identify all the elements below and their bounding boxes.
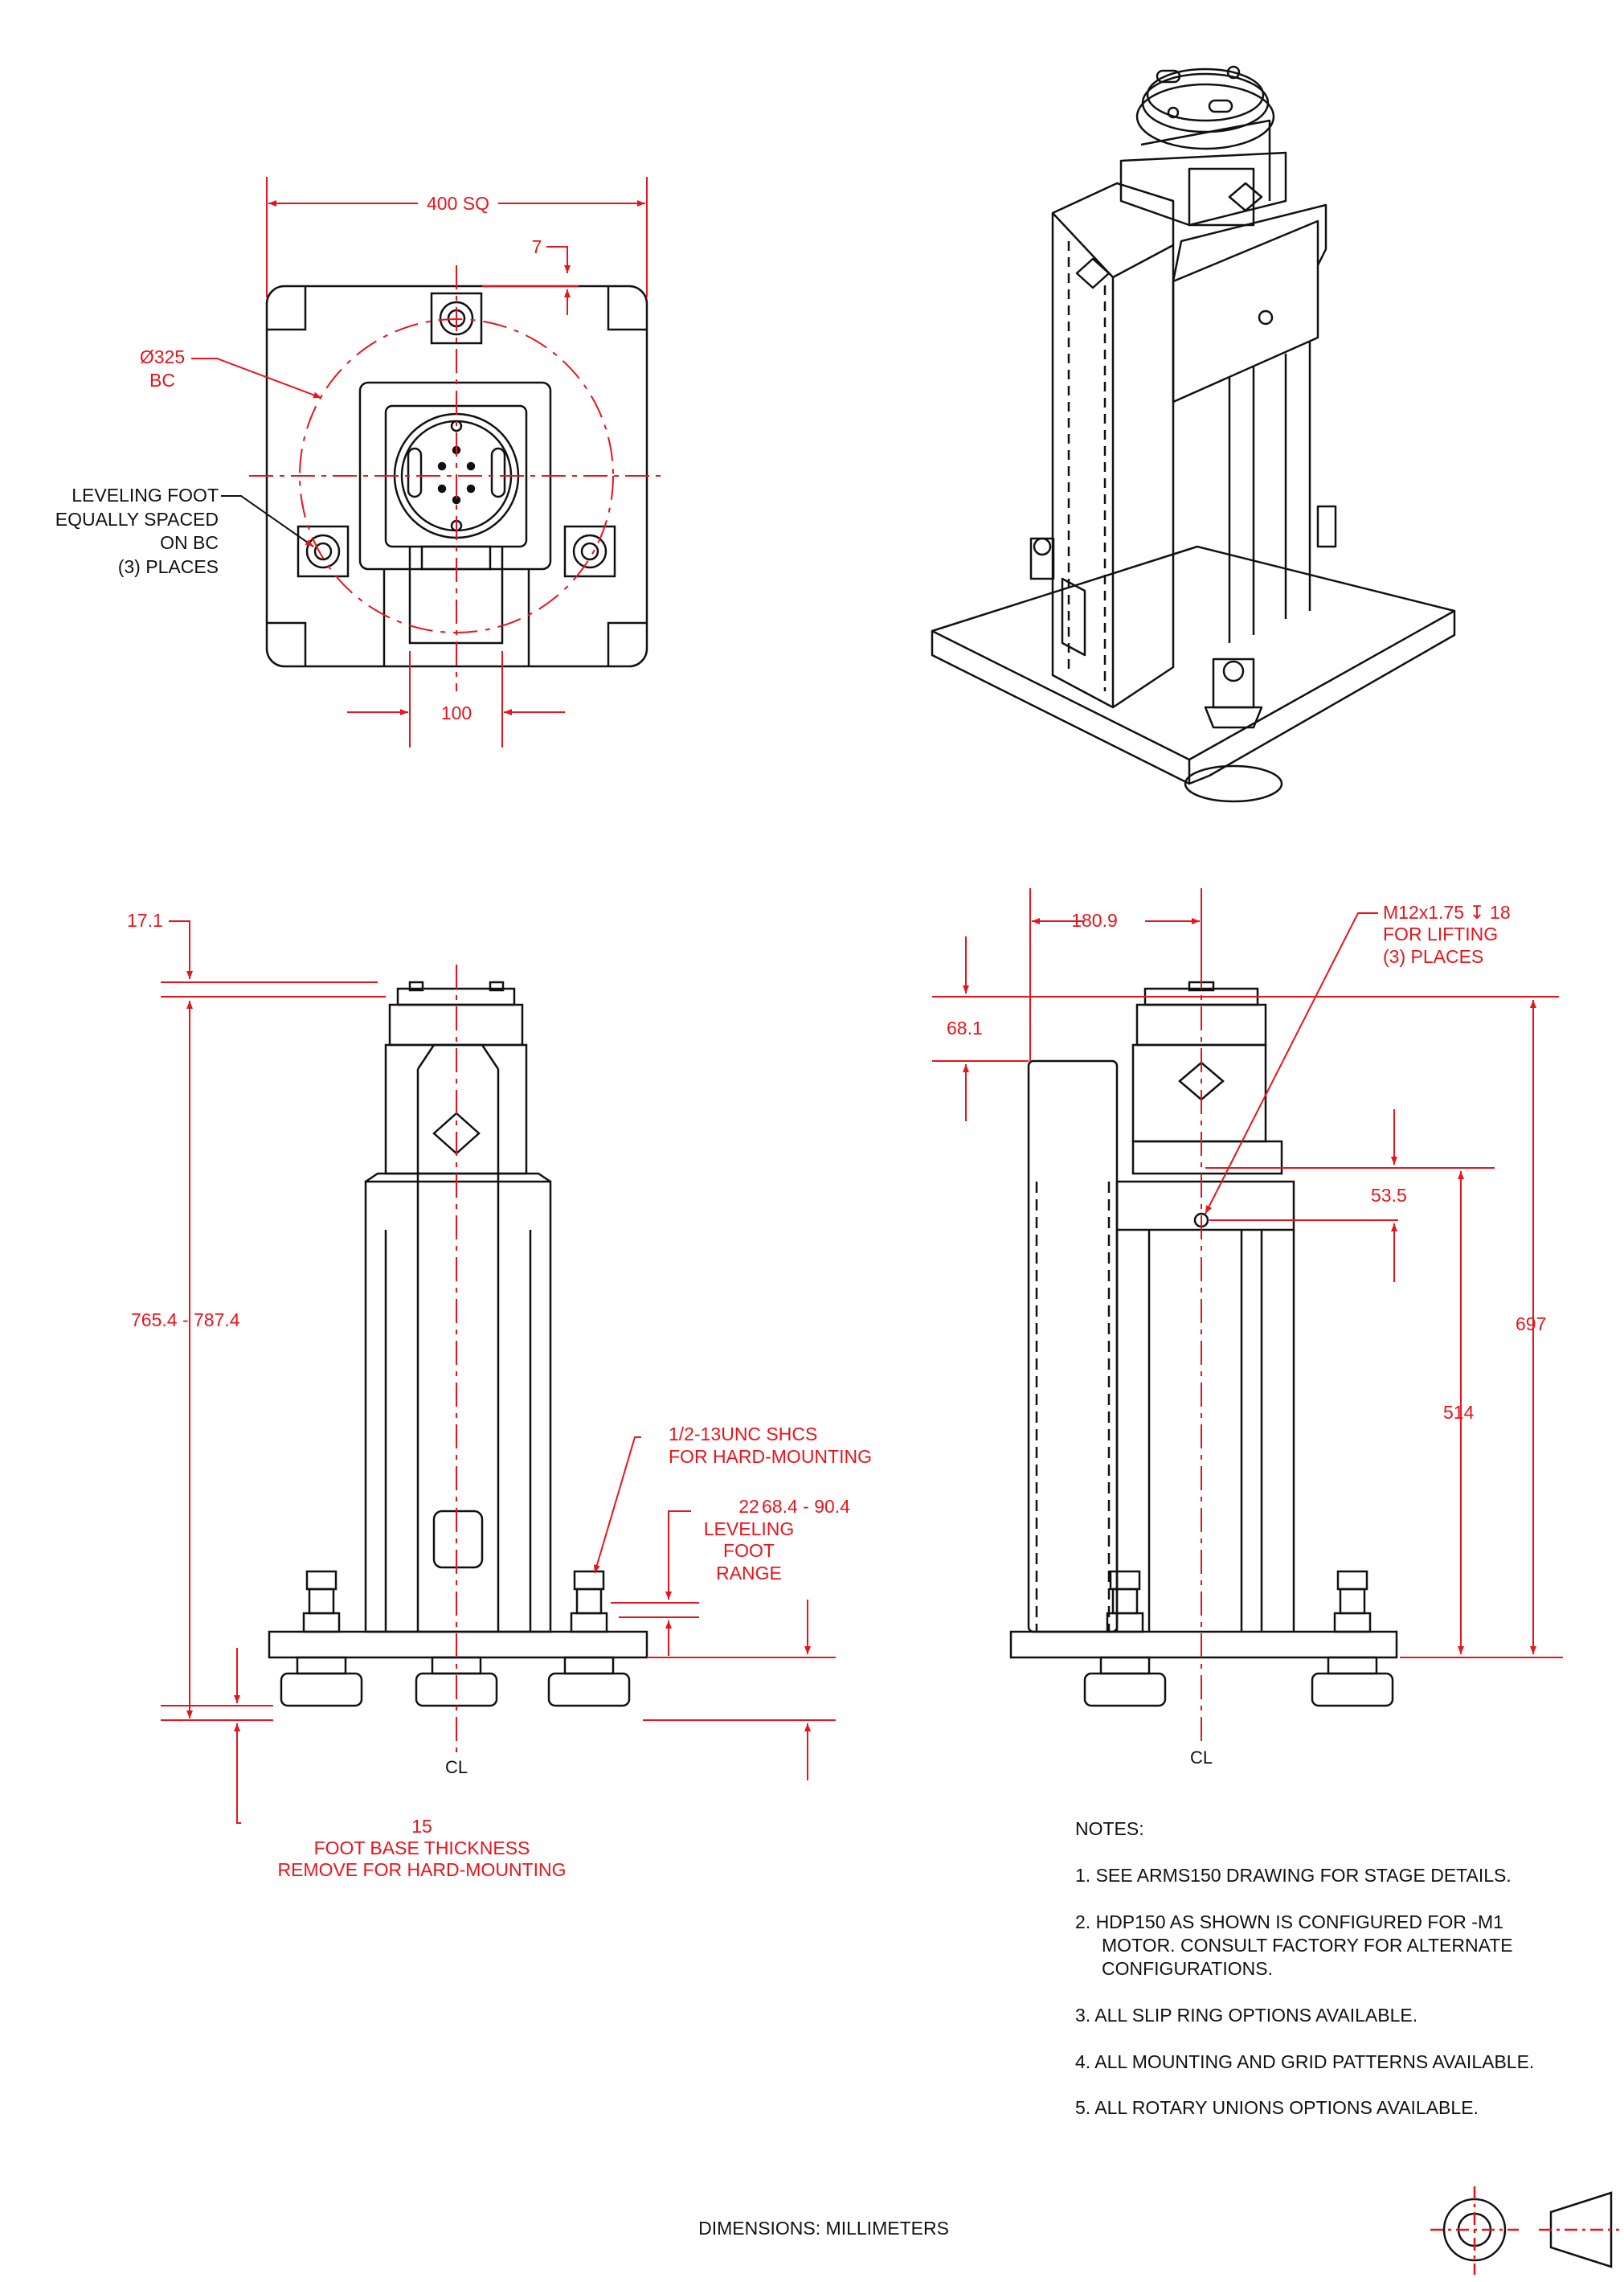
- dim-17-1: 17.1: [127, 910, 163, 931]
- dim-bolt-circle: Ø325: [140, 346, 185, 367]
- side-view: [1009, 981, 1398, 1707]
- dim-bc: BC: [149, 370, 175, 391]
- notes-heading: NOTES:: [1075, 1818, 1144, 1839]
- front-leveling-foot-left: [280, 1570, 363, 1707]
- front-column: [364, 1180, 552, 1633]
- iso-leveling-foot-front: [1204, 658, 1263, 729]
- front-base-plate: [268, 1630, 648, 1659]
- note-2-line2: MOTOR. CONSULT FACTORY FOR ALTERNATE: [1102, 1935, 1513, 1956]
- dim-53-5: 53.5: [1371, 1185, 1407, 1206]
- leveling-foot-top: [430, 292, 483, 345]
- side-carriage-head: [1115, 1180, 1295, 1231]
- side-logo-icon: [1178, 1061, 1225, 1101]
- lifting-note-line2: FOR LIFTING: [1383, 924, 1498, 944]
- dim-514: 514: [1443, 1402, 1475, 1423]
- iso-carriage: [1172, 219, 1319, 404]
- iso-leveling-foot-right: [1316, 505, 1337, 548]
- side-view-dimensions: [932, 888, 1563, 1744]
- leveling-note-line3: ON BC: [160, 532, 219, 553]
- note-5: 5. ALL ROTARY UNIONS OPTIONS AVAILABLE.: [1075, 2097, 1479, 2118]
- screw-note-line1: 1/2-13UNC SHCS: [669, 1424, 817, 1444]
- leveling-range-line2: LEVELING: [704, 1518, 795, 1539]
- foot-note-line1: 15: [411, 1816, 432, 1837]
- iso-base-plate: [931, 545, 1456, 785]
- note-2-line1: 2. HDP150 AS SHOWN IS CONFIGURED FOR -M1: [1075, 1911, 1503, 1932]
- dim-400-sq: 400 SQ: [427, 193, 489, 214]
- side-leveling-foot-left: [1083, 1570, 1167, 1707]
- front-logo-icon: [432, 1112, 481, 1155]
- leveling-foot-right: [563, 525, 616, 578]
- foot-note-line3: REMOVE FOR HARD-MOUNTING: [277, 1859, 566, 1880]
- front-leveling-foot-right: [547, 1570, 631, 1707]
- leveling-note-line4: (3) PLACES: [118, 556, 219, 577]
- leveling-foot-left: [297, 525, 350, 578]
- screw-note-line2: FOR HARD-MOUNTING: [669, 1446, 872, 1467]
- foot-note-line2: FOOT BASE THICKNESS: [314, 1837, 530, 1858]
- leveling-range-line3: FOOT: [723, 1540, 775, 1561]
- side-leveling-foot-right: [1311, 1570, 1394, 1707]
- lifting-note-line3: (3) PLACES: [1383, 946, 1483, 967]
- top-view-dimensions: [191, 177, 667, 748]
- leveling-note-line2: EQUALLY SPACED: [55, 509, 219, 530]
- iso-rotary-table: [1135, 83, 1275, 150]
- dim-7: 7: [532, 236, 542, 257]
- dim-68-1: 68.1: [947, 1018, 983, 1039]
- side-centerline-label: CL: [1190, 1747, 1213, 1768]
- leveling-leader: [221, 495, 314, 547]
- dim-765-787: 765.4 - 787.4: [131, 1309, 240, 1330]
- front-view: [268, 981, 648, 1707]
- dim-180-9: 180.9: [1071, 910, 1118, 931]
- iso-leveling-foot-left: [1029, 537, 1055, 580]
- dim-697: 697: [1516, 1313, 1546, 1334]
- note-2-line3: CONFIGURATIONS.: [1102, 1958, 1273, 1979]
- isometric-view: [931, 65, 1456, 803]
- side-base-plate: [1009, 1630, 1398, 1659]
- third-angle-projection-icon: [1430, 2186, 1619, 2275]
- front-window: [432, 1510, 484, 1569]
- note-1: 1. SEE ARMS150 DRAWING FOR STAGE DETAILS…: [1075, 1865, 1512, 1886]
- leveling-range-line4: RANGE: [716, 1563, 782, 1583]
- note-3: 3. ALL SLIP RING OPTIONS AVAILABLE.: [1075, 2005, 1417, 2026]
- leveling-range-line1: 22: [738, 1496, 759, 1517]
- dim-68-90: 68.4 - 90.4: [762, 1496, 850, 1517]
- dim-100: 100: [441, 703, 472, 723]
- lifting-note-line1: M12x1.75 ↧ 18: [1383, 902, 1511, 923]
- note-4: 4. ALL MOUNTING AND GRID PATTERNS AVAILA…: [1075, 2051, 1534, 2072]
- leveling-note-line1: LEVELING FOOT: [72, 485, 219, 506]
- units-label: DIMENSIONS: MILLIMETERS: [698, 2218, 949, 2239]
- side-motor-housing: [1027, 1059, 1119, 1633]
- front-view-dimensions: [161, 920, 836, 1824]
- front-centerline-label: CL: [445, 1757, 468, 1777]
